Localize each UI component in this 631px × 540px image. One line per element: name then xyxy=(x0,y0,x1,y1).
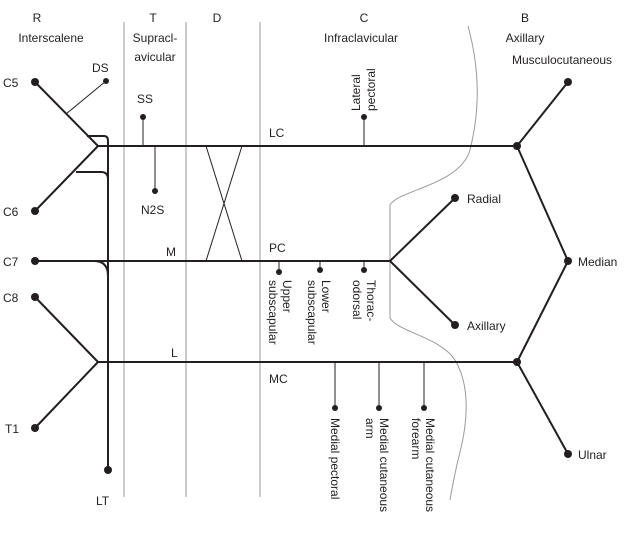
upper-subscapular-label-line2: subscapular xyxy=(266,280,280,345)
dorsal-scapular-label: DS xyxy=(92,61,109,75)
root-t1-label: T1 xyxy=(5,422,19,436)
thoracodorsal-dot xyxy=(361,267,367,273)
root-c5-label: C5 xyxy=(3,76,19,90)
thoracodorsal-label-line1: Thorac- xyxy=(364,280,378,321)
root-t1-dot xyxy=(31,424,39,432)
dorsal-scapular-dot xyxy=(103,78,109,84)
lateral-cord-junction-dot xyxy=(513,142,521,150)
divisions-group xyxy=(205,145,243,262)
region-name-trunks-line2: avicular xyxy=(134,50,175,64)
long-thoracic-c7-contribution xyxy=(93,260,109,277)
region-name-roots: Interscalene xyxy=(18,31,84,45)
axillary-dot xyxy=(451,321,459,329)
medial-cord-label: MC xyxy=(269,372,288,386)
long-thoracic-c6-contribution xyxy=(76,171,109,180)
dorsal-scapular-nerve: DS xyxy=(65,61,109,115)
long-thoracic-dot xyxy=(104,466,112,474)
lateral-pectoral-label-line2: pectoral xyxy=(364,68,378,111)
medial-cord-branches: Medial pectoral Medial cutaneous arm Med… xyxy=(328,362,437,512)
root-c6-label: C6 xyxy=(3,205,19,219)
medial-cutaneous-arm-label-line1: Medial cutaneous xyxy=(377,418,391,512)
root-c7-label: C7 xyxy=(3,255,19,269)
musculocutaneous-dot xyxy=(564,78,572,86)
medial-cutaneous-forearm-dot xyxy=(421,405,427,411)
roots-group: C5 C6 C7 C8 T1 xyxy=(3,76,124,436)
median-lateral-root-line xyxy=(516,145,569,262)
region-name-cords: Infraclavicular xyxy=(324,31,398,45)
trunk-nerves: SS N2S xyxy=(137,92,164,217)
root-c8-line xyxy=(34,296,99,363)
ulnar-label: Ulnar xyxy=(578,448,607,462)
root-c8-dot xyxy=(31,293,39,301)
cords-group: LC PC MC xyxy=(206,126,517,386)
radial-label: Radial xyxy=(467,192,501,206)
upper-subscapular-label-line1: Upper xyxy=(280,280,294,313)
axillary-label: Axillary xyxy=(467,319,506,333)
lower-trunk-label: L xyxy=(171,346,178,360)
radial-dot xyxy=(451,194,459,202)
root-c6-line xyxy=(34,145,99,212)
radial-line xyxy=(389,197,456,262)
region-headers: R Interscalene T Supracl- avicular D C I… xyxy=(18,11,544,64)
musculocutaneous-label: Musculocutaneous xyxy=(512,53,612,67)
region-separators xyxy=(123,22,478,501)
root-c5-dot xyxy=(31,78,39,86)
region-letter-cords: C xyxy=(360,11,369,25)
region-letter-trunks: T xyxy=(149,11,157,25)
ulnar-dot xyxy=(564,450,572,458)
medial-pectoral-label: Medial pectoral xyxy=(328,418,342,499)
medial-cord-junction-dot xyxy=(513,358,521,366)
dorsal-scapular-line xyxy=(65,80,107,115)
suprascapular-dot xyxy=(140,114,146,120)
terminal-branches: Musculocutaneous Median Ulnar Radial Axi… xyxy=(389,53,617,462)
subclavius-label: N2S xyxy=(141,203,164,217)
root-c7-dot xyxy=(31,257,39,265)
trunks-group: M L xyxy=(98,145,206,363)
lower-subscapular-dot xyxy=(317,267,323,273)
medial-pectoral-dot xyxy=(332,405,338,411)
lateral-cord-label: LC xyxy=(269,126,285,140)
axillary-line xyxy=(389,260,456,326)
median-dot xyxy=(564,257,572,265)
lower-subscapular-label-line1: Lower xyxy=(319,280,333,313)
root-t1-line xyxy=(34,361,99,429)
region-letter-branches: B xyxy=(521,11,529,25)
root-c6-dot xyxy=(31,207,39,215)
region-name-branches: Axillary xyxy=(506,31,545,45)
medial-cutaneous-forearm-label-line1: Medial cutaneous xyxy=(423,418,437,512)
division-cross-2 xyxy=(205,145,243,262)
root-c8-label: C8 xyxy=(3,291,19,305)
median-medial-root-line xyxy=(516,260,569,363)
medial-cutaneous-arm-label-line2: arm xyxy=(363,418,377,439)
median-label: Median xyxy=(578,255,617,269)
long-thoracic-nerve: LT xyxy=(76,135,112,508)
lateral-cord-branches: Lateral pectoral xyxy=(349,68,378,146)
medial-cutaneous-forearm-label-line2: forearm xyxy=(409,418,423,459)
posterior-cord-branches: Upper subscapular Lower subscapular Thor… xyxy=(266,261,378,345)
long-thoracic-label: LT xyxy=(96,494,110,508)
lower-subscapular-label-line2: subscapular xyxy=(305,280,319,345)
thoracodorsal-label-line2: odorsal xyxy=(350,280,364,319)
ulnar-line xyxy=(516,361,569,455)
region-letter-divisions: D xyxy=(213,11,222,25)
region-name-trunks-line1: Supracl- xyxy=(133,31,178,45)
upper-subscapular-dot xyxy=(276,269,282,275)
lateral-pectoral-dot xyxy=(361,114,367,120)
region-letter-roots: R xyxy=(33,11,42,25)
long-thoracic-c5-contribution xyxy=(87,135,109,470)
subclavius-dot xyxy=(152,188,158,194)
clavicle-boundary-curve xyxy=(389,25,478,501)
posterior-cord-label: PC xyxy=(269,241,286,255)
middle-trunk-label: M xyxy=(166,245,176,259)
lateral-pectoral-label-line1: Lateral xyxy=(349,74,363,111)
musculocutaneous-line xyxy=(516,81,569,147)
suprascapular-label: SS xyxy=(137,92,153,106)
medial-cutaneous-arm-dot xyxy=(376,405,382,411)
